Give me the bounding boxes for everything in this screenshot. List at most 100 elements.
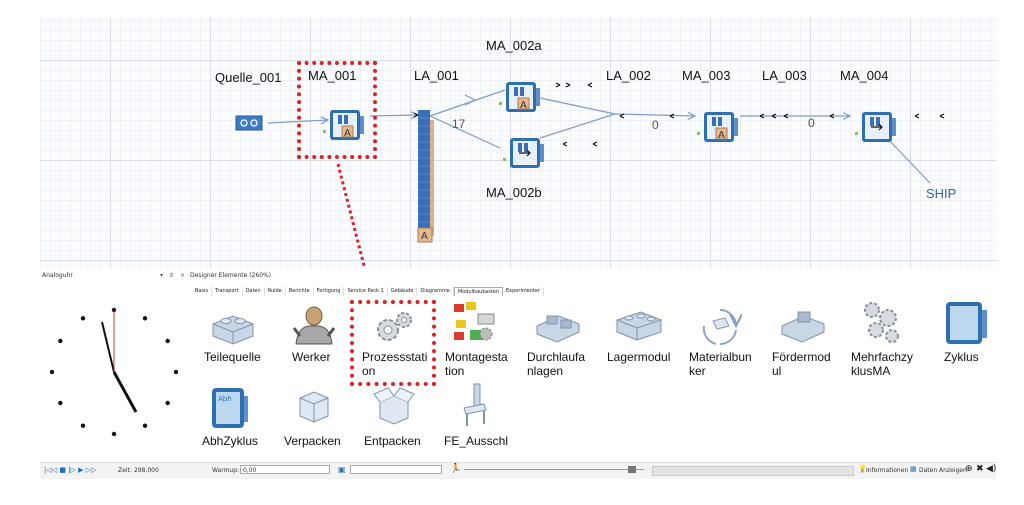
clock-dot [142,423,148,428]
element-foerdermodul[interactable]: Fördermod ul [772,350,831,378]
speaker-icon[interactable]: ◀) [986,464,997,474]
worker-icon [292,306,336,345]
dependent-cycle-icon: Abh [212,388,248,428]
station-badge: A [344,128,351,139]
status-bar: |◁◁ ■ |▷ ▶ ▷▷ Zeit: 298,000 Warmup: 0,00… [40,462,996,479]
clock-hour-dots [49,307,179,437]
analog-clock-panel: Analoguhr ▾ ⇕ × [40,268,189,458]
station-ma-001[interactable]: A [323,110,364,140]
label-la-003: LA_003 [762,68,807,83]
station-badge: A [718,130,725,141]
label-quelle-001: Quelle_001 [215,70,282,85]
clock-dot [80,423,86,428]
progress-bar [652,466,854,476]
buffer-badge: A [421,231,428,242]
chair-icon [463,383,487,426]
element-werker[interactable]: Werker [292,350,331,364]
label-ma-002b: MA_002b [486,185,542,200]
highlight-ma-001 [297,61,377,159]
clock-panel-controls[interactable]: ▾ ⇕ × [160,272,187,279]
speed-slider-track[interactable] [464,469,644,470]
tab-transport[interactable]: Transport [212,287,243,296]
canvas-drawing: A A A [235,82,945,268]
analog-clock [49,307,179,437]
tab-experimenter[interactable]: Experimenter [503,287,545,296]
count-la-003: 0 [808,116,815,130]
close-icon[interactable]: ✖ [976,464,984,474]
warmup-field[interactable]: 0,00 [240,465,330,474]
storage-brick-icon [616,311,662,341]
highlight-connector [336,163,367,268]
tab-diagramme[interactable]: Diagramme [417,287,454,296]
count-la-001: 17 [452,117,466,131]
tab-daten[interactable]: Daten [243,287,265,296]
element-materialbunker[interactable]: Materialbun ker [689,350,752,378]
time-label: Zeit: [118,467,132,474]
tab-modulbaukasten[interactable]: Modulbaukasten [453,287,504,296]
label-ma-003: MA_003 [682,68,731,83]
label-ship: SHIP [926,186,957,201]
clock-minute-hand [101,321,115,373]
runner-icon[interactable]: 🏃 [450,464,462,474]
time-value: 298,000 [134,467,159,474]
flow-arrows [413,82,945,147]
tab-ruide[interactable]: Ruide [265,287,286,296]
data-display-label[interactable]: Daten Anzeigen [919,467,967,474]
simulation-canvas[interactable]: A A A [40,18,996,268]
element-prozessstation[interactable]: Prozessstati on [362,350,428,378]
station-badge: A [520,100,527,111]
tab-berichte[interactable]: Berichte [286,287,314,296]
svg-text:Abh: Abh [218,395,232,403]
package-icon [299,391,329,423]
info-label[interactable]: Informationen [866,467,909,474]
element-zyklus[interactable]: Zyklus [944,350,979,364]
element-durchlaufanlagen[interactable]: Durchlaufa nlagen [527,350,586,378]
element-teilequelle[interactable]: Teilequelle [204,350,261,364]
element-abhzyklus[interactable]: AbhZyklus [202,434,259,448]
element-entpacken[interactable]: Entpacken [364,434,421,448]
clock-dot [165,400,170,406]
station-ma-002a[interactable]: A [499,82,540,112]
clock-dot [111,431,117,437]
station-ma-004[interactable] [855,112,896,142]
clock-dot [58,400,63,406]
calendar-icon[interactable]: ▣ [338,465,346,474]
tab-fertigung[interactable]: Fertigung [314,287,345,296]
clock-dot [58,338,63,344]
warmup-label: Warmup: [212,467,240,474]
add-icon[interactable]: ⊕ [965,464,973,474]
element-mehrfachzyklusma[interactable]: Mehrfachzy klusMA [851,350,914,378]
tab-service-pack-1[interactable]: Service Pack 1 [344,287,388,296]
conveyor-icon [781,311,825,343]
count-la-002: 0 [652,118,659,132]
highlight-prozessstation [350,300,436,386]
clock-dot [165,338,170,344]
stations: A A A [323,82,896,168]
station-ma-002b[interactable] [503,138,544,168]
station-ma-003[interactable]: A [697,112,738,142]
buffer-la-001 [417,110,434,243]
info-icon[interactable]: 💡 [858,465,867,473]
clock-dot [142,316,148,321]
bunker-icon [702,309,744,346]
chart-icon[interactable]: ▦ [910,465,917,473]
connector-lines [267,89,931,184]
element-verpacken[interactable]: Verpacken [284,434,341,448]
open-package-icon [373,387,415,425]
gears-icon [377,312,412,341]
tab-geb-ude[interactable]: Gebäude [388,287,418,296]
multi-gears-icon [864,302,899,343]
clock-dot [80,316,86,321]
label-ma-001: MA_001 [308,68,357,83]
label-ma-004: MA_004 [840,68,889,83]
playback-controls[interactable]: |◁◁ ■ |▷ ▶ ▷▷ [44,466,97,474]
clock-hour-hand [112,371,138,413]
element-lagermodul[interactable]: Lagermodul [607,350,671,364]
label-la-002: LA_002 [606,68,651,83]
speed-slider-thumb[interactable] [628,466,636,473]
element-montagestation[interactable]: Montagesta tion [445,350,508,378]
tab-basis[interactable]: Basis [192,287,213,296]
date-field[interactable] [350,465,442,474]
element-fe-ausschl[interactable]: FE_Ausschl [444,434,509,448]
